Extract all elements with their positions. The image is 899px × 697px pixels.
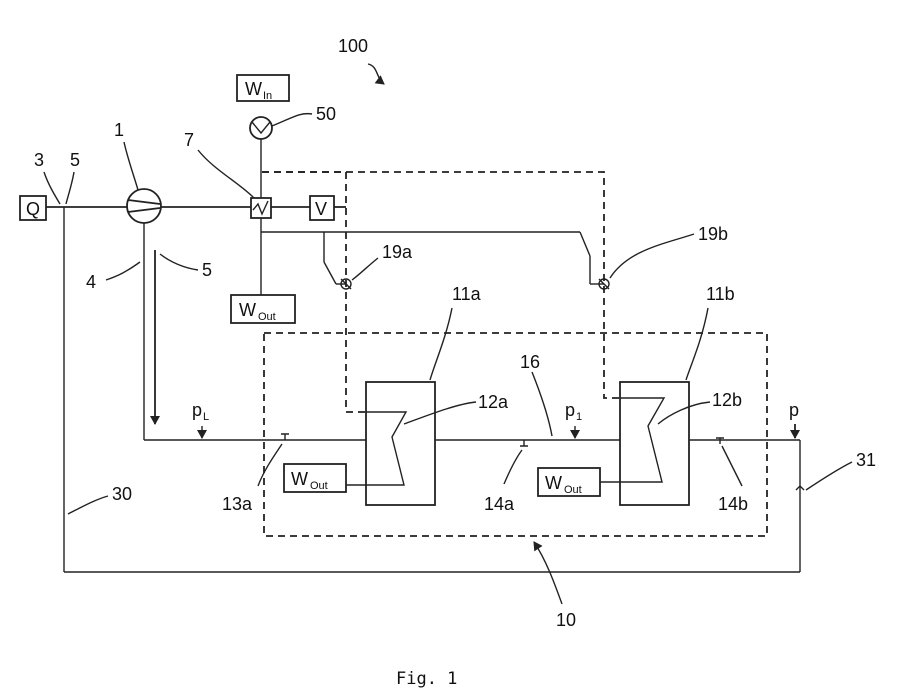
leader-10 <box>534 542 562 604</box>
w-out-top-subscript: Out <box>258 311 276 323</box>
label-13a: 13a <box>222 494 253 514</box>
leader-14b <box>722 446 742 486</box>
pressure-p1: p <box>565 400 575 420</box>
leader-7 <box>198 150 254 198</box>
label-50: 50 <box>316 104 336 124</box>
label-5a: 5 <box>70 150 80 170</box>
label-30: 30 <box>112 484 132 504</box>
pressure-pl: p <box>192 400 202 420</box>
pump-50 <box>250 117 272 139</box>
figure-caption: Fig. 1 <box>396 669 457 689</box>
label-12b: 12b <box>712 390 742 410</box>
leader-5a <box>66 172 74 204</box>
leader-11a <box>430 308 452 380</box>
tank-11a <box>366 382 435 505</box>
w-out-b-label: W <box>545 473 562 493</box>
leader-19a <box>352 258 378 280</box>
label-19a: 19a <box>382 242 413 262</box>
leader-14a <box>504 450 522 484</box>
leader-11b <box>686 308 708 380</box>
label-10: 10 <box>556 610 576 630</box>
label-11b: 11b <box>706 284 735 304</box>
pressure-p: p <box>789 400 799 420</box>
label-19b: 19b <box>698 224 728 244</box>
leader-19b <box>610 234 694 278</box>
pressure-pl-subscript: L <box>203 411 209 423</box>
label-3: 3 <box>34 150 44 170</box>
leader-16 <box>532 372 552 436</box>
leader-31 <box>806 462 852 490</box>
leader-4 <box>106 262 140 280</box>
label-16: 16 <box>520 352 540 372</box>
label-5b: 5 <box>202 260 212 280</box>
label-12a: 12a <box>478 392 509 412</box>
tank-11b <box>620 382 689 505</box>
q-box-label: Q <box>26 199 40 219</box>
label-4: 4 <box>86 272 96 292</box>
v-box-label: V <box>315 199 327 219</box>
pressure-p1-subscript: 1 <box>576 411 582 423</box>
compressor-1 <box>127 189 161 223</box>
sensor-14b <box>716 438 724 444</box>
label-100: 100 <box>338 36 368 56</box>
w-out-a-subscript: Out <box>310 480 328 492</box>
label-11a: 11a <box>452 284 482 304</box>
feed-line-19b-diag <box>580 232 590 256</box>
leader-100 <box>368 64 384 84</box>
label-14a: 14a <box>484 494 515 514</box>
label-14b: 14b <box>718 494 748 514</box>
label-7: 7 <box>184 130 194 150</box>
w-out-top-label: W <box>239 300 256 320</box>
sensor-14a <box>520 440 528 446</box>
leader-50 <box>272 114 312 126</box>
leader-1 <box>124 142 138 190</box>
leader-13a <box>258 444 282 486</box>
w-in-label: W <box>245 79 262 99</box>
leader-30 <box>68 496 108 514</box>
label-31: 31 <box>856 450 876 470</box>
leader-5b <box>160 254 198 270</box>
w-in-subscript: In <box>263 90 272 102</box>
label-1: 1 <box>114 120 124 140</box>
feed-line-19a-diag <box>324 262 336 284</box>
w-out-b-subscript: Out <box>564 484 582 496</box>
sensor-13a <box>281 434 289 440</box>
w-out-a-label: W <box>291 469 308 489</box>
